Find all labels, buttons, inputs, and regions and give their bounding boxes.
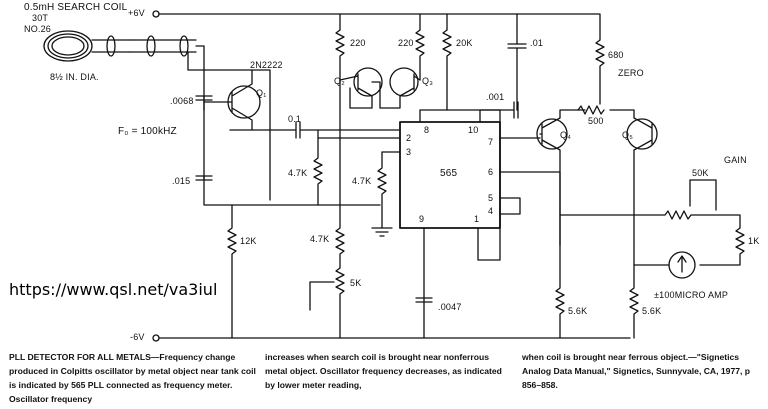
caption-col-3: when coil is brought near ferrous object… bbox=[522, 352, 751, 390]
ic-pin-5: 5 bbox=[488, 193, 494, 203]
resistor-4k7-b bbox=[335, 79, 345, 269]
resistor-5k6-b bbox=[629, 244, 639, 339]
resistor-12k bbox=[227, 204, 237, 339]
label-r1k: 1K bbox=[748, 236, 760, 246]
label-r500: 500 bbox=[588, 116, 604, 126]
potentiometer-500 bbox=[577, 94, 605, 115]
transistor-q1 bbox=[203, 69, 271, 131]
label-q4: Q₄ bbox=[560, 130, 572, 140]
ic-pin-8: 8 bbox=[424, 125, 430, 135]
label-r50k: 50K bbox=[692, 168, 709, 178]
capacitor-001 bbox=[446, 101, 519, 119]
label-r220-a: 220 bbox=[350, 38, 366, 48]
label-q5: Q₅ bbox=[622, 130, 634, 140]
label-c-coupling: 0.1 bbox=[288, 114, 302, 124]
label-meter: ±100MICRO AMP bbox=[654, 290, 729, 300]
label-r5k: 5K bbox=[350, 278, 362, 288]
label-gain: GAIN bbox=[724, 155, 747, 165]
ic-pin-4: 4 bbox=[488, 206, 494, 216]
label-c01: .01 bbox=[530, 38, 544, 48]
label-wire: NO.26 bbox=[24, 24, 52, 34]
capacitor-015 bbox=[195, 175, 381, 206]
resistor-220-b bbox=[415, 29, 425, 81]
label-r680: 680 bbox=[608, 50, 624, 60]
label-zero: ZERO bbox=[618, 68, 644, 78]
ic-pin-9: 9 bbox=[419, 214, 425, 224]
label-r47k-b: 4.7K bbox=[310, 234, 330, 244]
label-r56k-a: 5.6K bbox=[568, 306, 588, 316]
source-url[interactable]: https://www.qsl.net/va3iul bbox=[9, 280, 218, 299]
transistor-q4 bbox=[536, 109, 586, 246]
caption-text-1: —Frequency change produced in Colpitts o… bbox=[9, 352, 256, 404]
capacitor-01 bbox=[507, 29, 527, 111]
ic-pin-7: 7 bbox=[488, 137, 494, 147]
label-f0: F₀ = 100kHZ bbox=[118, 126, 177, 137]
ic-pin-1: 1 bbox=[474, 214, 480, 224]
negative-rail bbox=[152, 334, 631, 342]
transistor-q3 bbox=[371, 67, 421, 109]
capacitor-0068 bbox=[195, 95, 213, 181]
transistor-q2 bbox=[339, 67, 383, 109]
label-c0047: .0047 bbox=[438, 302, 462, 312]
label-c001: .001 bbox=[486, 92, 505, 102]
potentiometer-50k bbox=[559, 179, 741, 229]
label-ic-565: 565 bbox=[440, 168, 458, 179]
resistor-5k6-a bbox=[555, 244, 565, 339]
transistor-q5 bbox=[609, 109, 658, 246]
label-r47k-c: 4.7K bbox=[352, 176, 372, 186]
potentiometer-5k bbox=[309, 267, 345, 339]
label-coil-dia: 8½ IN. DIA. bbox=[50, 72, 99, 82]
label-search-coil: 0.5mH SEARCH COIL bbox=[24, 2, 128, 13]
search-coil bbox=[43, 30, 271, 201]
label-minus6v: -6V bbox=[130, 332, 145, 342]
capacitor-coupling bbox=[269, 121, 401, 139]
label-r20k: 20K bbox=[456, 38, 473, 48]
label-q1: Q₁ bbox=[256, 88, 267, 98]
label-turns: 30T bbox=[32, 13, 49, 23]
label-r47k-a: 4.7K bbox=[288, 168, 308, 178]
resistor-220-a bbox=[335, 29, 345, 81]
microammeter bbox=[633, 251, 696, 279]
label-c015: .015 bbox=[172, 176, 191, 186]
label-r56k-b: 5.6K bbox=[642, 306, 662, 316]
ic-pin-10: 10 bbox=[468, 125, 479, 135]
capacitor-0047 bbox=[415, 297, 433, 303]
ic-pin-2: 2 bbox=[406, 133, 412, 143]
label-r220-b: 220 bbox=[398, 38, 414, 48]
caption-col-2: increases when search coil is brought ne… bbox=[265, 352, 502, 390]
ic-pin-3: 3 bbox=[406, 147, 412, 157]
label-q3: Q₃ bbox=[422, 76, 434, 86]
ground-symbol bbox=[371, 227, 393, 237]
resistor-20k bbox=[442, 29, 452, 111]
caption-title: PLL DETECTOR FOR ALL METALS bbox=[9, 352, 151, 362]
caption-col-1: PLL DETECTOR FOR ALL METALS—Frequency ch… bbox=[9, 350, 259, 406]
label-q1-type: 2N2222 bbox=[250, 60, 283, 70]
resistor-680 bbox=[595, 39, 605, 96]
positive-rail bbox=[152, 10, 601, 41]
label-c0068: .0068 bbox=[170, 96, 194, 106]
resistor-4k7-a bbox=[313, 129, 323, 206]
ic-pin-6: 6 bbox=[488, 167, 494, 177]
label-r12k: 12K bbox=[240, 236, 257, 246]
label-plus6v: +6V bbox=[128, 8, 145, 18]
label-q2: Q₂ bbox=[334, 76, 345, 86]
resistor-1k bbox=[699, 227, 745, 266]
resistor-4k7-c bbox=[377, 151, 401, 229]
